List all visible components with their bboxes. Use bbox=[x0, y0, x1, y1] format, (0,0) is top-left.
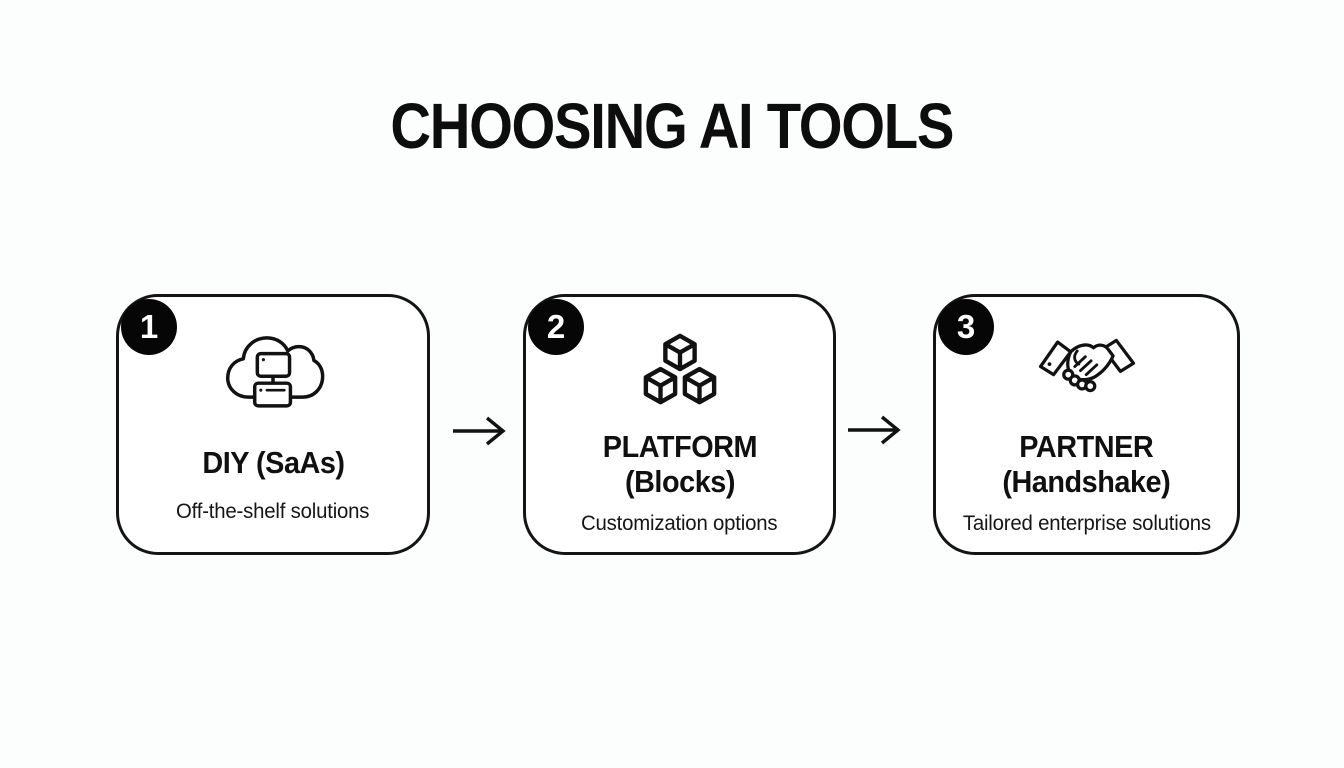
step-1-title: DIY (SaAs) bbox=[201, 445, 345, 480]
handshake-icon bbox=[1034, 323, 1140, 419]
step-1-number-badge: 1 bbox=[121, 299, 177, 355]
step-2-description: Customization options bbox=[581, 512, 778, 535]
right-arrow-icon bbox=[450, 410, 510, 452]
blocks-icon bbox=[631, 323, 729, 419]
step-3-title-line2: (Handshake) bbox=[1002, 464, 1171, 499]
step-2-number-badge: 2 bbox=[528, 299, 584, 355]
step-3-number: 3 bbox=[956, 308, 976, 345]
step-3-title-line1: PARTNER bbox=[1019, 429, 1154, 464]
step-3-description: Tailored enterprise solutions bbox=[962, 512, 1211, 535]
step-card-platform: 2 PLATFORM (Blocks) bbox=[523, 294, 836, 555]
step-2-title: PLATFORM (Blocks) bbox=[602, 429, 757, 499]
step-2-number: 2 bbox=[546, 308, 566, 345]
step-card-partner: 3 PARTNER (Handshake) bbox=[933, 294, 1240, 555]
right-arrow-icon bbox=[845, 409, 905, 451]
step-1-title-line1: DIY (SaAs) bbox=[201, 445, 345, 480]
step-3-number-badge: 3 bbox=[938, 299, 994, 355]
step-2-title-line1: PLATFORM bbox=[602, 429, 757, 464]
step-2-title-line2: (Blocks) bbox=[624, 464, 735, 499]
step-card-diy: 1 DIY (SaAs) Off-the-shelf solutions bbox=[116, 294, 430, 555]
step-1-number: 1 bbox=[139, 308, 159, 345]
cloud-servers-icon bbox=[219, 323, 327, 419]
page-title-text: CHOOSING AI TOOLS bbox=[390, 90, 955, 162]
step-1-description: Off-the-shelf solutions bbox=[176, 500, 370, 523]
page-title: CHOOSING AI TOOLS bbox=[0, 94, 1344, 158]
step-3-title: PARTNER (Handshake) bbox=[1003, 429, 1171, 499]
